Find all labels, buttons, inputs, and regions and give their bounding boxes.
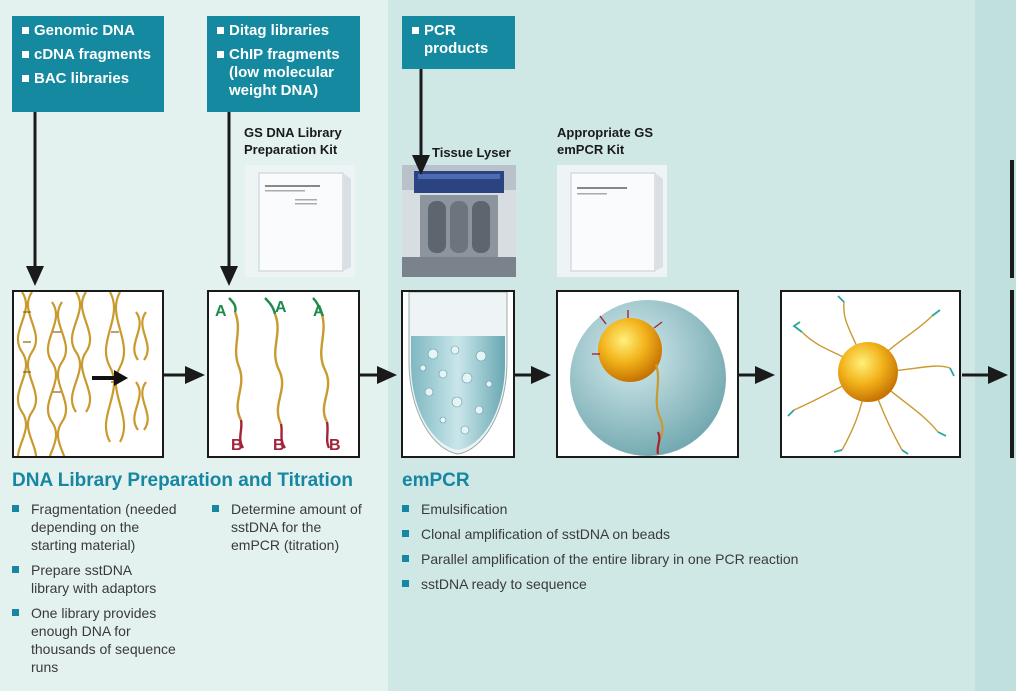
empcr-kit-label: Appropriate GS emPCR Kit [557, 125, 654, 157]
empcr-section-title: emPCR [402, 470, 470, 491]
source-genomic-dna: Genomic DNA [12, 22, 164, 40]
bullet-parallel-amplification: Parallel amplification of the entire lib… [402, 550, 882, 568]
adaptor-a-label-1: A [215, 303, 227, 320]
emulsion-tube-panel [401, 290, 515, 458]
amplified-bead-panel [780, 290, 961, 458]
source-box-pcr: PCR products [402, 16, 515, 69]
source-box-dna: Genomic DNA cDNA fragments BAC libraries [12, 16, 164, 112]
adaptor-b-label-2: B [273, 437, 285, 454]
bullet-emulsification: Emulsification [402, 500, 882, 518]
sstdna-adaptors-panel: A A A B B B [207, 290, 360, 458]
bullet-fragmentation: Fragmentation (needed depending on the s… [12, 500, 188, 554]
library-kit-label: GS DNA Library Preparation Kit [244, 125, 342, 157]
source-bac-libraries: BAC libraries [12, 70, 164, 88]
bullet-prepare-library: Prepare sstDNA library with adaptors [12, 561, 171, 597]
dna-fragments-panel [12, 290, 164, 458]
source-cdna-fragments: cDNA fragments [12, 46, 164, 64]
tissue-lyser-label: Tissue Lyser [432, 145, 511, 160]
adaptor-b-label-3: B [329, 437, 341, 454]
bullet-clonal-amplification: Clonal amplification of sstDNA on beads [402, 525, 882, 543]
bullet-one-library: One library provides enough DNA for thou… [12, 604, 181, 676]
bullet-sstdna-ready: sstDNA ready to sequence [402, 575, 882, 593]
adaptor-b-label-1: B [231, 437, 243, 454]
bullet-determine-amount: Determine amount of sstDNA for the emPCR… [212, 500, 362, 554]
adaptor-a-label-2: A [275, 299, 287, 316]
source-chip-fragments: ChIP fragments (low molecular weight DNA… [207, 46, 357, 100]
library-bullets-col2: Determine amount of sstDNA for the emPCR… [212, 500, 362, 561]
empcr-kit-box-image [557, 165, 667, 277]
library-bullets-col1: Fragmentation (needed depending on the s… [12, 500, 188, 683]
library-section-title: DNA Library Preparation and Titration [12, 470, 353, 491]
source-box-ditag: Ditag libraries ChIP fragments (low mole… [207, 16, 360, 112]
tissue-lyser-image [402, 165, 516, 277]
library-kit-box-image [245, 165, 355, 277]
next-panel-edge-2 [1010, 290, 1014, 458]
bead-droplet-panel [556, 290, 739, 458]
adaptor-a-label-3: A [313, 303, 325, 320]
next-section-background [975, 0, 1016, 691]
source-ditag-libraries: Ditag libraries [207, 22, 360, 40]
empcr-bullets: Emulsification Clonal amplification of s… [402, 500, 882, 600]
source-pcr-products: PCR products [402, 22, 504, 58]
next-panel-edge-1 [1010, 160, 1014, 278]
